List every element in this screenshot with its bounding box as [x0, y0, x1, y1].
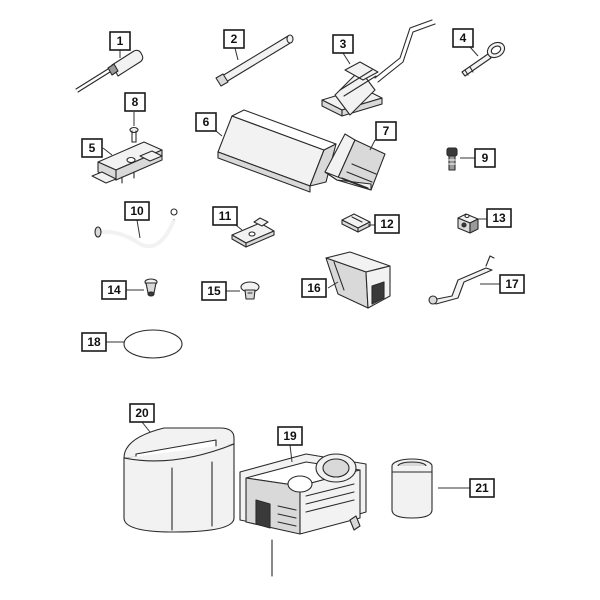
- lever-part[interactable]: [428, 255, 495, 305]
- svg-text:8: 8: [132, 95, 139, 109]
- svg-text:19: 19: [283, 429, 297, 443]
- gasket-disc-part[interactable]: [123, 329, 183, 359]
- scissor-jack-part[interactable]: [321, 19, 436, 117]
- screw-part[interactable]: [129, 126, 139, 143]
- sealant-can-part[interactable]: [391, 458, 433, 519]
- svg-text:10: 10: [130, 204, 144, 218]
- hose-part[interactable]: [94, 208, 178, 249]
- clip-plate-part[interactable]: [231, 217, 275, 248]
- callout-4[interactable]: 4: [452, 28, 474, 48]
- callout-11[interactable]: 11: [212, 206, 238, 226]
- svg-text:5: 5: [89, 141, 96, 155]
- callout-17[interactable]: 17: [499, 274, 525, 294]
- callout-13[interactable]: 13: [486, 208, 512, 228]
- svg-text:1: 1: [117, 34, 124, 48]
- storage-tray-part[interactable]: [325, 251, 391, 309]
- callout-5[interactable]: 5: [81, 138, 103, 158]
- callout-7[interactable]: 7: [375, 121, 397, 141]
- svg-text:3: 3: [340, 37, 347, 51]
- callout-14[interactable]: 14: [101, 280, 127, 300]
- callout-12[interactable]: 12: [374, 214, 400, 234]
- svg-text:13: 13: [492, 211, 506, 225]
- svg-text:21: 21: [475, 481, 489, 495]
- callout-6[interactable]: 6: [195, 112, 217, 132]
- push-pin-part[interactable]: [144, 278, 158, 297]
- storage-case-part[interactable]: [123, 427, 235, 533]
- extension-rod-part[interactable]: [215, 34, 294, 87]
- callout-2[interactable]: 2: [223, 29, 245, 49]
- callout-19[interactable]: 19: [277, 426, 303, 446]
- svg-text:9: 9: [482, 151, 489, 165]
- callout-3[interactable]: 3: [332, 34, 354, 54]
- callout-8[interactable]: 8: [124, 92, 146, 112]
- callout-15[interactable]: 15: [201, 281, 227, 301]
- retainer-part[interactable]: [240, 281, 260, 300]
- svg-text:11: 11: [219, 209, 232, 223]
- svg-text:14: 14: [107, 283, 121, 297]
- svg-text:15: 15: [207, 284, 221, 298]
- tow-eye-part[interactable]: [461, 39, 507, 77]
- svg-text:12: 12: [380, 217, 394, 231]
- svg-text:4: 4: [460, 31, 467, 45]
- small-plate-part[interactable]: [341, 213, 371, 233]
- bracket-part[interactable]: [91, 141, 163, 184]
- svg-text:7: 7: [383, 124, 390, 138]
- svg-text:18: 18: [87, 335, 101, 349]
- svg-text:20: 20: [135, 406, 149, 420]
- svg-text:17: 17: [505, 277, 519, 291]
- callout-16[interactable]: 16: [301, 278, 327, 298]
- screwdriver-part[interactable]: [75, 49, 144, 93]
- compressor-part[interactable]: [239, 453, 367, 577]
- callout-10[interactable]: 10: [124, 201, 150, 221]
- svg-text:2: 2: [231, 32, 238, 46]
- callout-1[interactable]: 1: [109, 31, 131, 51]
- svg-text:6: 6: [203, 115, 210, 129]
- callout-18[interactable]: 18: [81, 332, 107, 352]
- callout-9[interactable]: 9: [474, 148, 496, 168]
- bolt-part[interactable]: [446, 147, 458, 171]
- wheel-chock-part[interactable]: [324, 133, 386, 191]
- valve-block-part[interactable]: [457, 213, 479, 234]
- callout-21[interactable]: 21: [469, 478, 495, 498]
- foam-block-part[interactable]: [217, 109, 337, 193]
- svg-text:16: 16: [307, 281, 321, 295]
- callout-20[interactable]: 20: [129, 403, 155, 423]
